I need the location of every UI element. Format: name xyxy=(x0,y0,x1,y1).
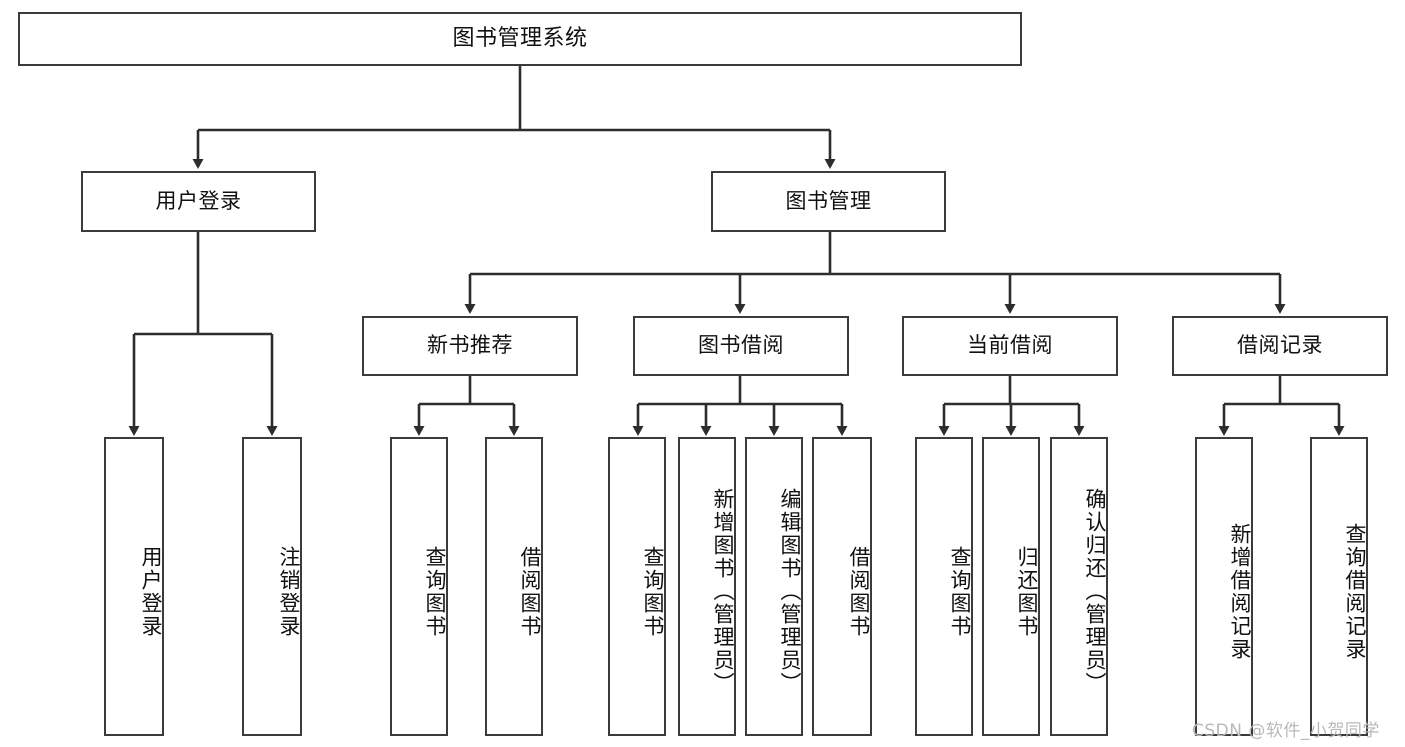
node-label: 用户登录 xyxy=(139,545,163,638)
node-label: 新书推荐 xyxy=(427,333,513,358)
node-label: 归还图书 xyxy=(1015,545,1039,638)
node-new-book-recommend[interactable]: 新书推荐 xyxy=(362,316,578,376)
csdn-watermark: CSDN @软件_小贺同学 xyxy=(1192,721,1380,741)
node-label: 借阅图书 xyxy=(518,545,542,638)
node-book-borrow[interactable]: 图书借阅 xyxy=(633,316,849,376)
node-label: 用户登录 xyxy=(155,188,242,213)
leaf-records-query[interactable]: 查询借阅记录 xyxy=(1310,437,1368,736)
leaf-book-borrow-add-admin[interactable]: 新增图书（管理员） xyxy=(678,437,736,736)
leaf-user-login-signout[interactable]: 注销登录 xyxy=(242,437,302,736)
node-user-login[interactable]: 用户登录 xyxy=(81,171,316,232)
node-label: 查询借阅记录 xyxy=(1343,522,1367,661)
node-root-system[interactable]: 图书管理系统 xyxy=(18,12,1022,66)
leaf-current-borrow-return[interactable]: 归还图书 xyxy=(982,437,1040,736)
node-label: 借阅图书 xyxy=(847,545,871,638)
node-label: 借阅记录 xyxy=(1237,333,1323,358)
leaf-new-book-query[interactable]: 查询图书 xyxy=(390,437,448,736)
leaf-book-borrow-edit-admin[interactable]: 编辑图书（管理员） xyxy=(745,437,803,736)
node-current-borrow[interactable]: 当前借阅 xyxy=(902,316,1118,376)
leaf-new-book-borrow[interactable]: 借阅图书 xyxy=(485,437,543,736)
node-label: 新增借阅记录 xyxy=(1228,522,1252,661)
node-label: 查询图书 xyxy=(641,545,665,638)
leaf-user-login-signin[interactable]: 用户登录 xyxy=(104,437,164,736)
leaf-current-borrow-query[interactable]: 查询图书 xyxy=(915,437,973,736)
leaf-current-borrow-confirm-admin[interactable]: 确认归还（管理员） xyxy=(1050,437,1108,736)
node-label: 当前借阅 xyxy=(967,333,1053,358)
node-label: 新增图书（管理员） xyxy=(711,488,735,695)
node-label: 注销登录 xyxy=(277,545,301,638)
node-label: 图书管理系统 xyxy=(452,25,588,51)
node-label: 查询图书 xyxy=(423,545,447,638)
node-label: 图书管理 xyxy=(785,188,872,213)
node-label: 查询图书 xyxy=(948,545,972,638)
leaf-book-borrow-query[interactable]: 查询图书 xyxy=(608,437,666,736)
node-book-management[interactable]: 图书管理 xyxy=(711,171,946,232)
leaf-book-borrow-borrow[interactable]: 借阅图书 xyxy=(812,437,872,736)
node-label: 编辑图书（管理员） xyxy=(778,488,802,695)
node-borrow-records[interactable]: 借阅记录 xyxy=(1172,316,1388,376)
node-label: 图书借阅 xyxy=(698,333,784,358)
node-label: 确认归还（管理员） xyxy=(1083,488,1107,695)
leaf-records-add[interactable]: 新增借阅记录 xyxy=(1195,437,1253,736)
